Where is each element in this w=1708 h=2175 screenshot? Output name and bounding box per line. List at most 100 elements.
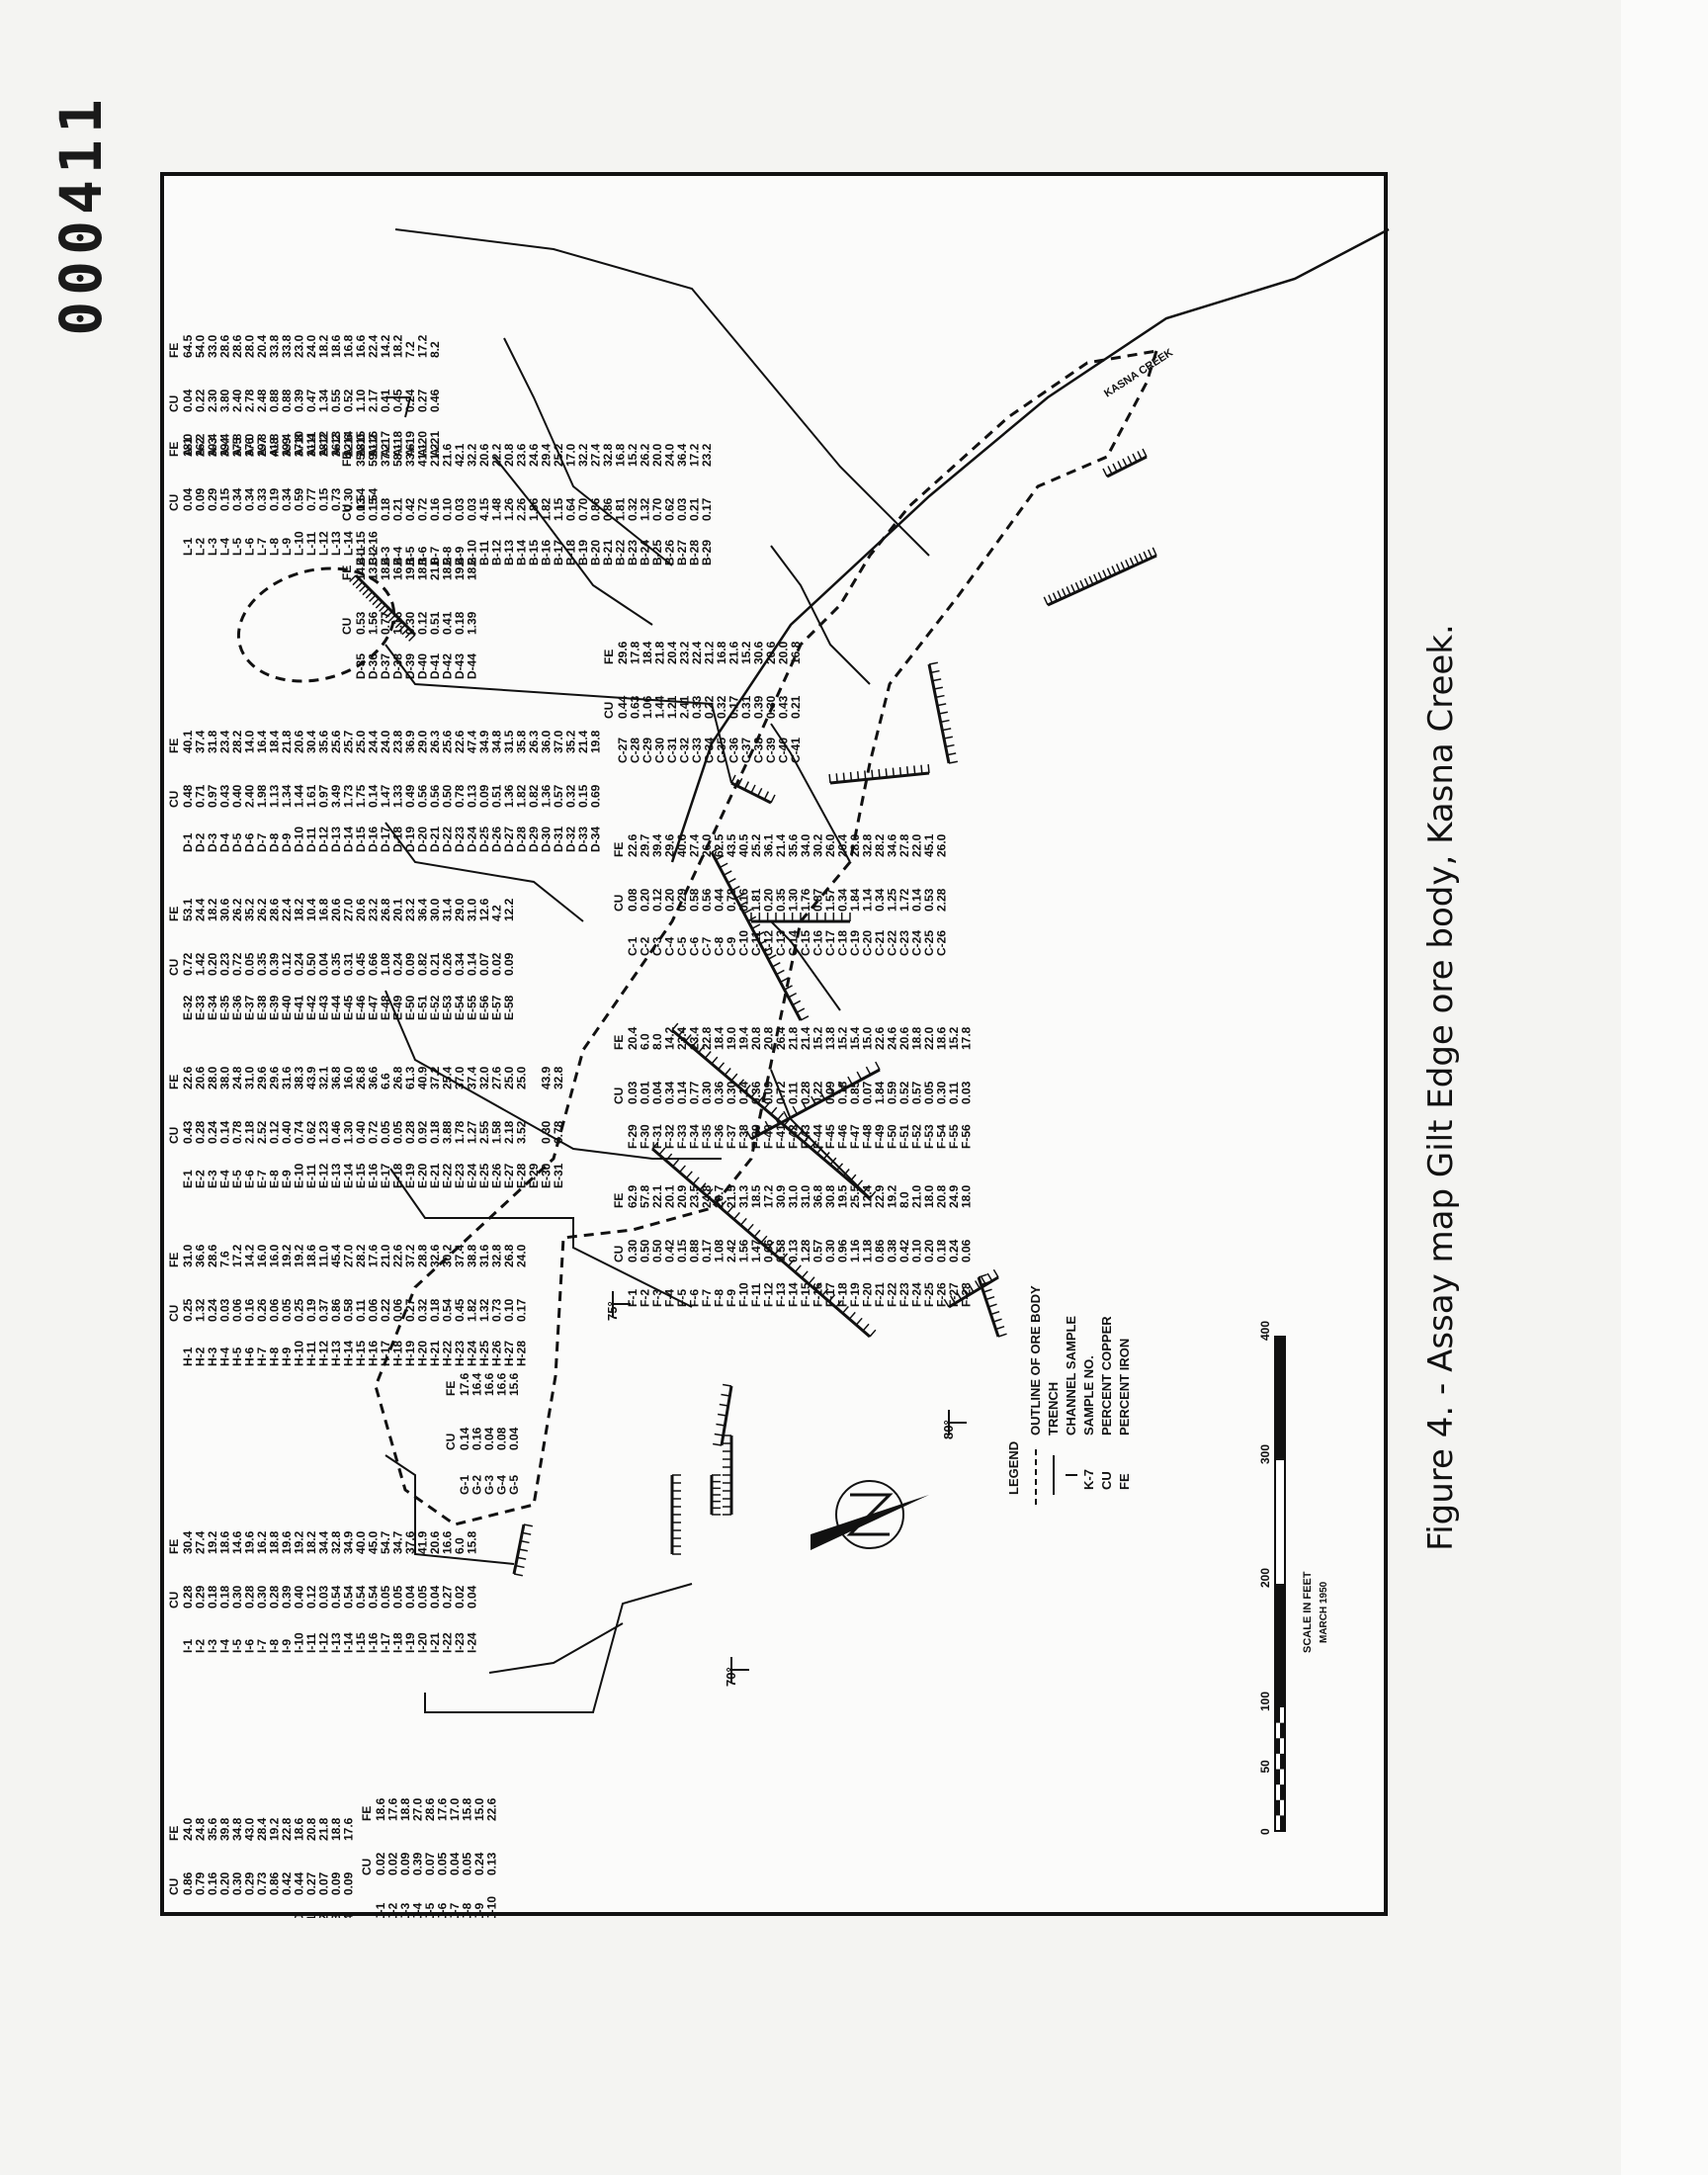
iron-percent: 32.8 <box>601 443 615 467</box>
iron-percent: 25.6 <box>441 730 455 753</box>
copper-percent: 2.48 <box>255 389 269 412</box>
sample-number: C-36 <box>727 738 741 763</box>
trench-e1-tick <box>678 1028 686 1037</box>
trench-f-tick <box>672 1159 680 1168</box>
copper-percent: 0.10 <box>441 497 455 521</box>
sample-number: L-13 <box>329 531 343 556</box>
sample-number: C-10 <box>737 930 751 956</box>
iron-percent: 30.4 <box>181 1530 195 1554</box>
trench-d-tick <box>780 977 789 984</box>
iron-percent: 37.2 <box>379 443 392 467</box>
sample-number: H-11 <box>304 1341 318 1366</box>
copper-percent: 0.14 <box>675 1081 689 1104</box>
sample-number: I-19 <box>403 1632 417 1653</box>
assay-header-fe: FE <box>167 907 181 921</box>
iron-percent: 20.8 <box>935 1184 949 1208</box>
sample-number: B-19 <box>576 540 590 566</box>
trench-e2-tick <box>875 1061 881 1071</box>
copper-percent: 0.54 <box>342 1585 356 1609</box>
copper-percent: 1.39 <box>466 611 479 635</box>
trench-f-tick <box>713 1194 721 1202</box>
iron-percent: 18.2 <box>317 334 331 358</box>
copper-percent: 1.82 <box>540 497 554 521</box>
copper-percent: 1.82 <box>466 1298 479 1322</box>
iron-percent: 25.0 <box>515 1066 529 1089</box>
copper-percent: 0.88 <box>688 1239 702 1262</box>
trench-a-tick <box>1143 551 1149 561</box>
sample-number: H-1 <box>181 1347 195 1366</box>
iron-percent: 20.8 <box>304 1817 318 1841</box>
sample-number: D-41 <box>428 653 442 679</box>
copper-percent: 0.24 <box>206 1120 219 1144</box>
iron-percent: 35.2 <box>564 730 578 753</box>
iron-percent: 17.2 <box>230 1244 244 1267</box>
iron-percent: 12.4 <box>861 1184 875 1208</box>
iron-percent: 28.6 <box>218 334 232 358</box>
copper-percent: 0.21 <box>688 497 702 521</box>
trench-e1-tick <box>810 1140 817 1149</box>
sample-number: E-11 <box>304 1164 318 1188</box>
copper-percent: 0.86 <box>268 1871 282 1895</box>
sample-number: F-6 <box>688 1289 702 1307</box>
iron-percent: 26.8 <box>502 1244 516 1267</box>
sample-number: G-1 <box>458 1475 471 1495</box>
copper-percent: 0.97 <box>206 784 219 808</box>
iron-percent: 26.3 <box>527 730 541 753</box>
copper-percent: 0.54 <box>354 1585 368 1609</box>
iron-percent: 28.0 <box>243 334 257 358</box>
sample-number: B-17 <box>552 540 565 566</box>
copper-percent: 0.04 <box>482 1427 496 1450</box>
iron-percent: 23.2 <box>700 443 714 467</box>
iron-percent: 36.0 <box>540 730 554 753</box>
iron-percent: 18.2 <box>304 1530 318 1554</box>
assay-header-fe: FE <box>360 1806 374 1821</box>
iron-percent: 31.5 <box>502 730 516 753</box>
copper-percent: 0.18 <box>206 1585 219 1609</box>
sample-number: F-40 <box>762 1124 776 1149</box>
sample-number: H-14 <box>342 1341 356 1366</box>
iron-percent: 35.6 <box>206 1817 219 1841</box>
copper-percent: 0.43 <box>777 695 791 719</box>
trench-e1-tick <box>770 1106 778 1115</box>
iron-percent: 29.6 <box>255 1066 269 1089</box>
iron-percent: 23.6 <box>515 443 529 467</box>
iron-percent: 21.0 <box>910 1184 924 1208</box>
trench-l-tick <box>362 587 370 596</box>
copper-percent: 0.09 <box>823 1081 837 1104</box>
copper-percent: 0.40 <box>280 1120 294 1144</box>
sample-number: E-21 <box>428 1163 442 1188</box>
copper-percent: 1.36 <box>540 784 554 808</box>
copper-percent: 0.57 <box>811 1239 825 1262</box>
sample-number: F-32 <box>663 1124 677 1149</box>
sample-number: A-6 <box>243 437 257 457</box>
trench-b2-tick <box>943 736 953 740</box>
sample-number: B-24 <box>639 540 652 566</box>
trench-i-tick <box>523 1523 533 1527</box>
copper-percent: 1.47 <box>379 784 392 808</box>
sample-number: C-32 <box>678 738 692 763</box>
iron-percent: 41.9 <box>416 1530 430 1554</box>
sample-leader-line <box>770 1069 871 1199</box>
assay-header-fe: FE <box>602 650 616 664</box>
copper-percent: 0.23 <box>218 952 232 976</box>
